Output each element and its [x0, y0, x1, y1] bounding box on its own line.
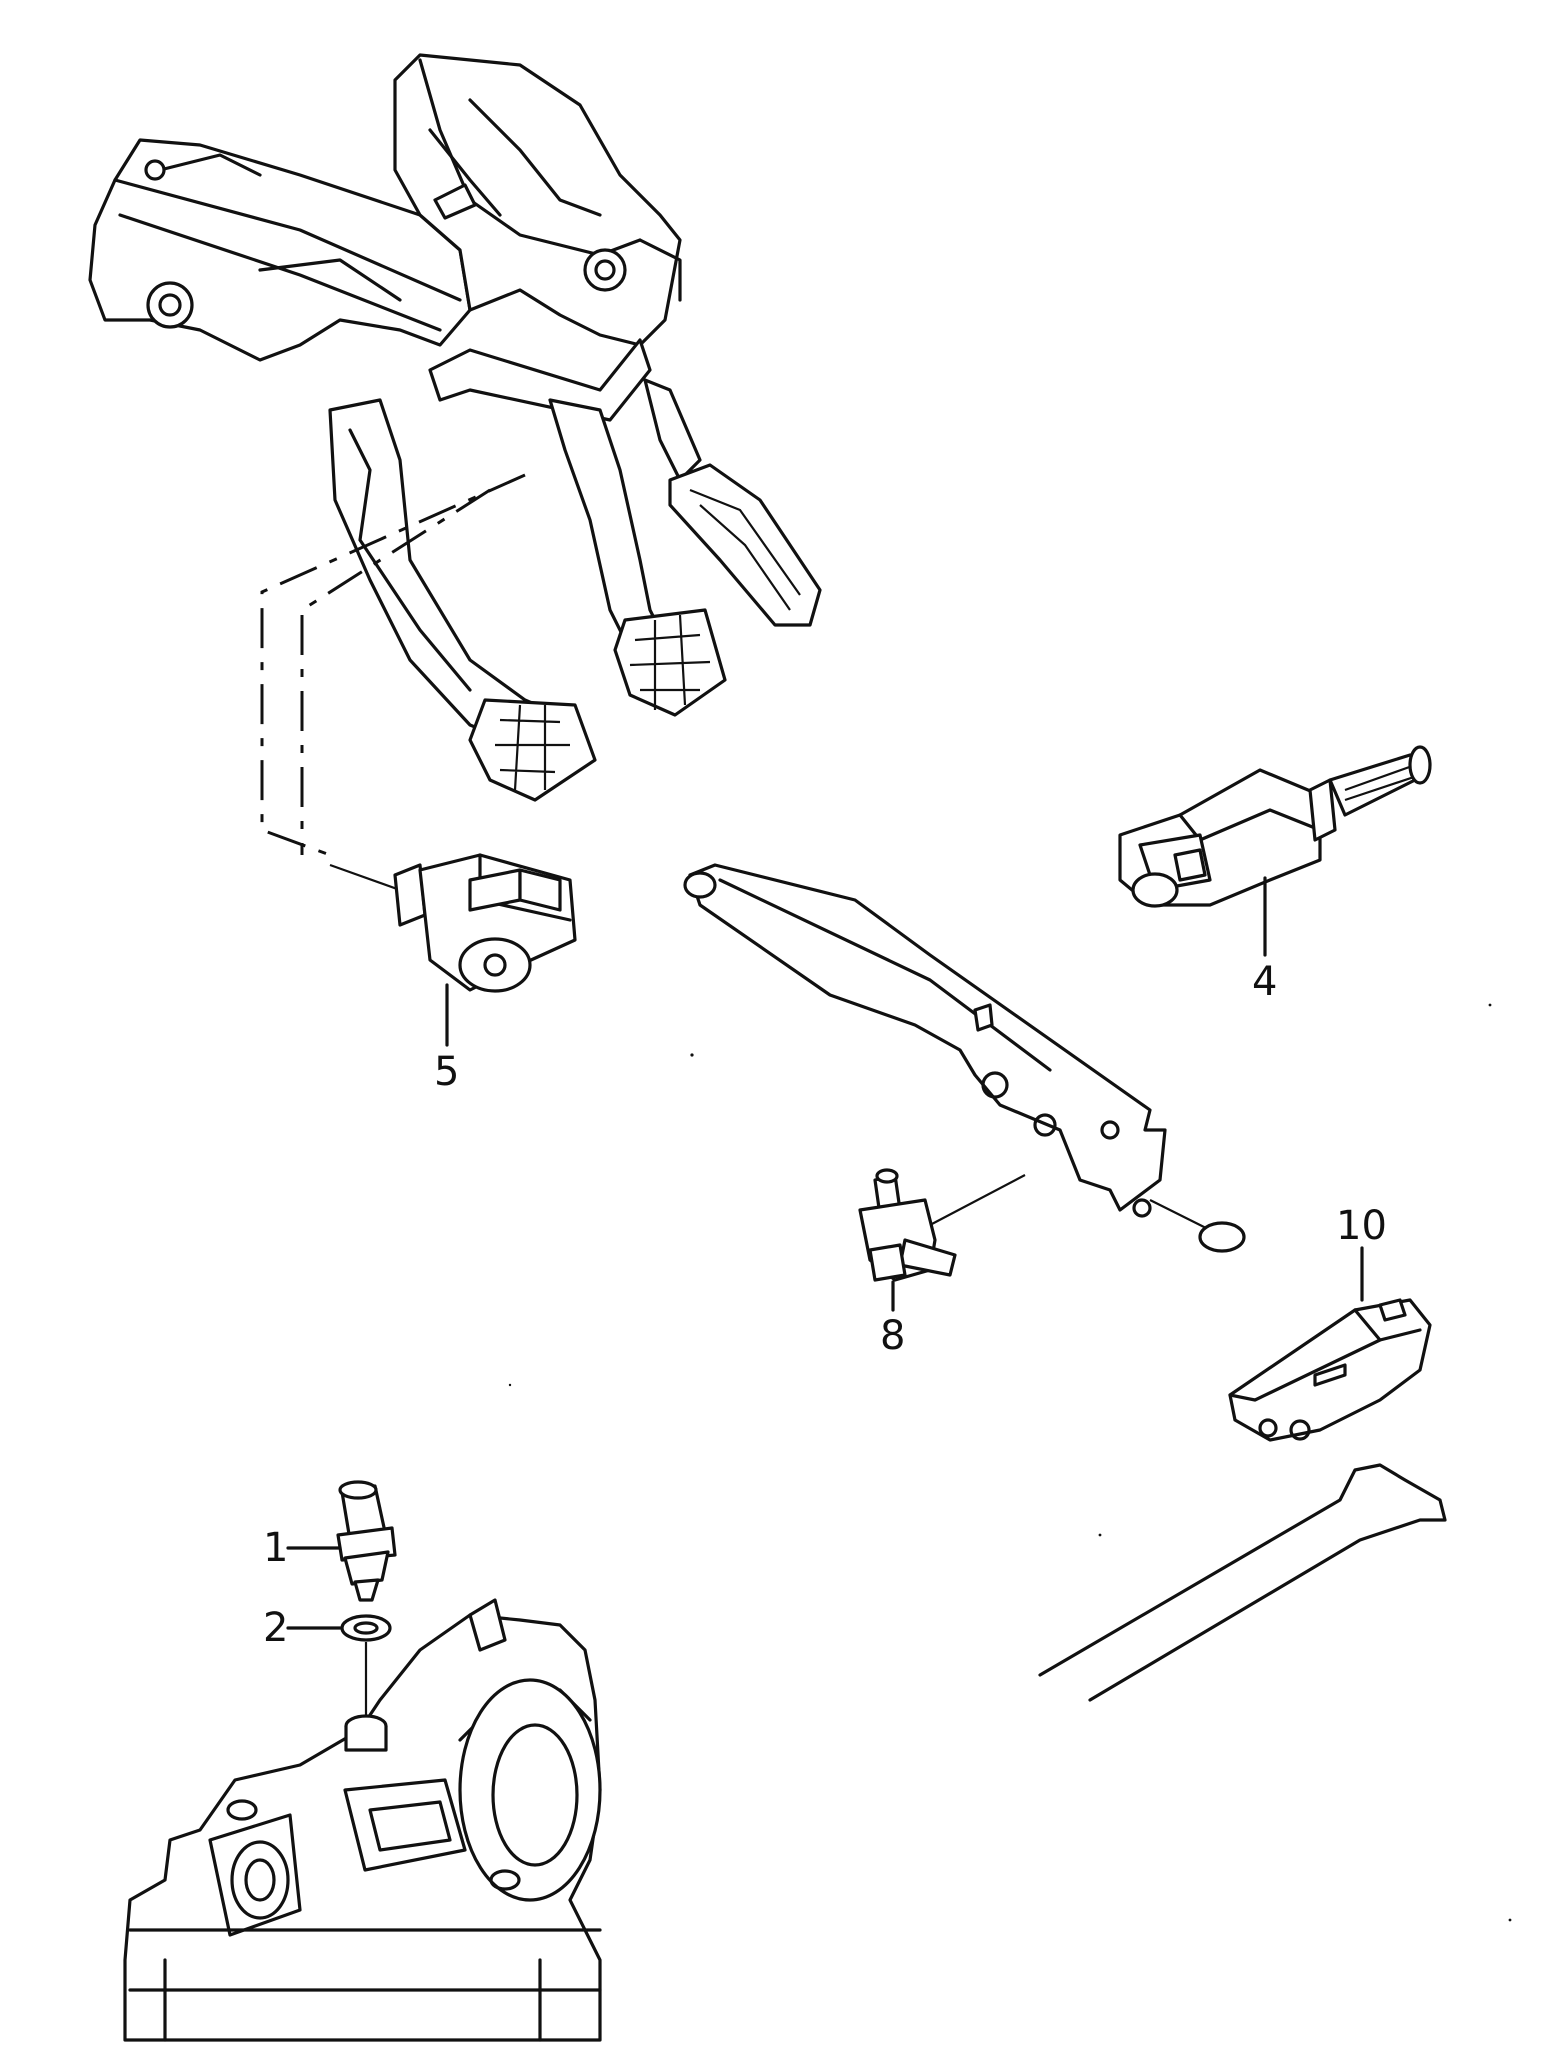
speck-dots: [508, 1003, 1512, 1922]
callout-4: 4: [1252, 959, 1278, 1005]
callout-1: 1: [263, 1525, 289, 1571]
seal-2-drawing: [340, 1614, 392, 1642]
callout-5: 5: [434, 1049, 460, 1095]
sensor-1-drawing: [336, 1480, 397, 1602]
callout-2: 2: [263, 1605, 289, 1651]
gearbox-housing-drawing: [123, 1598, 602, 2042]
switch-8-drawing: [858, 1168, 1026, 1282]
switch-4-drawing: [1118, 745, 1432, 908]
switch-5-drawing: [329, 853, 577, 993]
callout-8: 8: [880, 1313, 906, 1359]
part-10-drawing: [1228, 1298, 1432, 1442]
pedal-to-switch-leader: [260, 473, 526, 857]
pedal-to-switch-leader-2: [300, 488, 491, 855]
pedal-cluster-drawing: [88, 53, 822, 802]
panel-outline: [1038, 1463, 1447, 1702]
callout-10: 10: [1336, 1203, 1387, 1249]
handbrake-lever-drawing: [683, 863, 1246, 1253]
